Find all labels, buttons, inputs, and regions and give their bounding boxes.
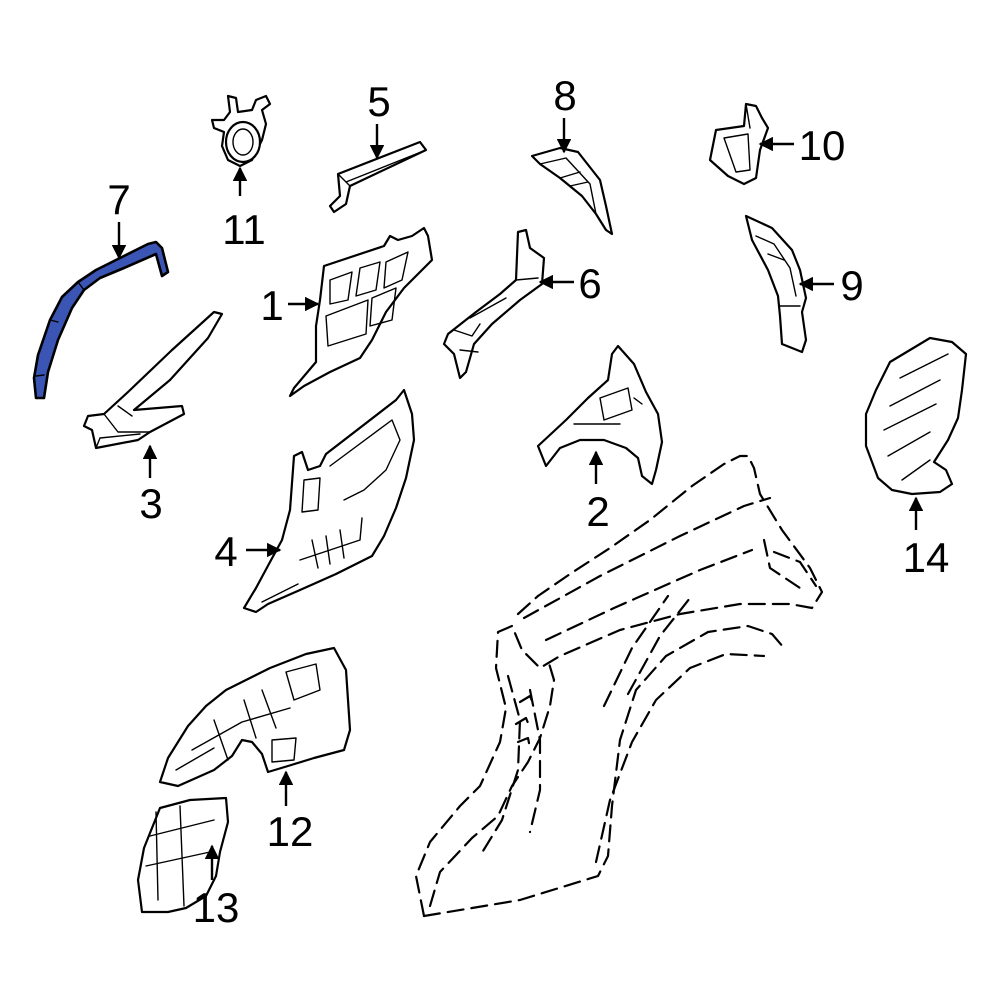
part-6-brace[interactable] [442,228,546,380]
callout-5[interactable]: 5 [367,78,390,125]
callout-3[interactable]: 3 [139,480,162,527]
callout-11[interactable]: 11 [222,206,266,253]
part-8-bracket[interactable] [530,146,614,236]
part-2-wheelhouse-panel[interactable] [536,344,664,486]
part-5-rail[interactable] [328,140,428,214]
callout-6[interactable]: 6 [578,260,601,307]
part-4-outer-pillar[interactable] [242,388,416,614]
callout-9[interactable]: 9 [840,262,863,309]
callout-numbers: 7 11 5 8 10 9 1 6 3 2 4 14 12 13 [107,72,949,931]
callout-4[interactable]: 4 [214,528,237,575]
callout-1[interactable]: 1 [260,282,283,329]
leader-lines [111,118,924,880]
callout-2[interactable]: 2 [586,488,609,535]
callout-10[interactable]: 10 [799,122,846,169]
part-3-pillar[interactable] [82,310,224,450]
callout-13[interactable]: 13 [193,884,240,931]
part-13-extension[interactable] [136,796,230,914]
part-11-round-bracket[interactable] [210,94,272,168]
part-10-bracket[interactable] [708,102,770,186]
part-12-inner-wheelhouse[interactable] [158,646,352,788]
part-14-wheelhouse-liner[interactable] [864,336,968,496]
part-7-wheel-arch-strip[interactable] [32,240,170,400]
callout-14[interactable]: 14 [903,534,950,581]
callout-7[interactable]: 7 [107,176,130,223]
part-1-inner-quarter-panel[interactable] [288,226,434,398]
quarter-panel-outline [414,454,824,918]
callout-12[interactable]: 12 [267,808,314,855]
part-9-bracket[interactable] [744,214,808,354]
callout-8[interactable]: 8 [553,72,576,119]
